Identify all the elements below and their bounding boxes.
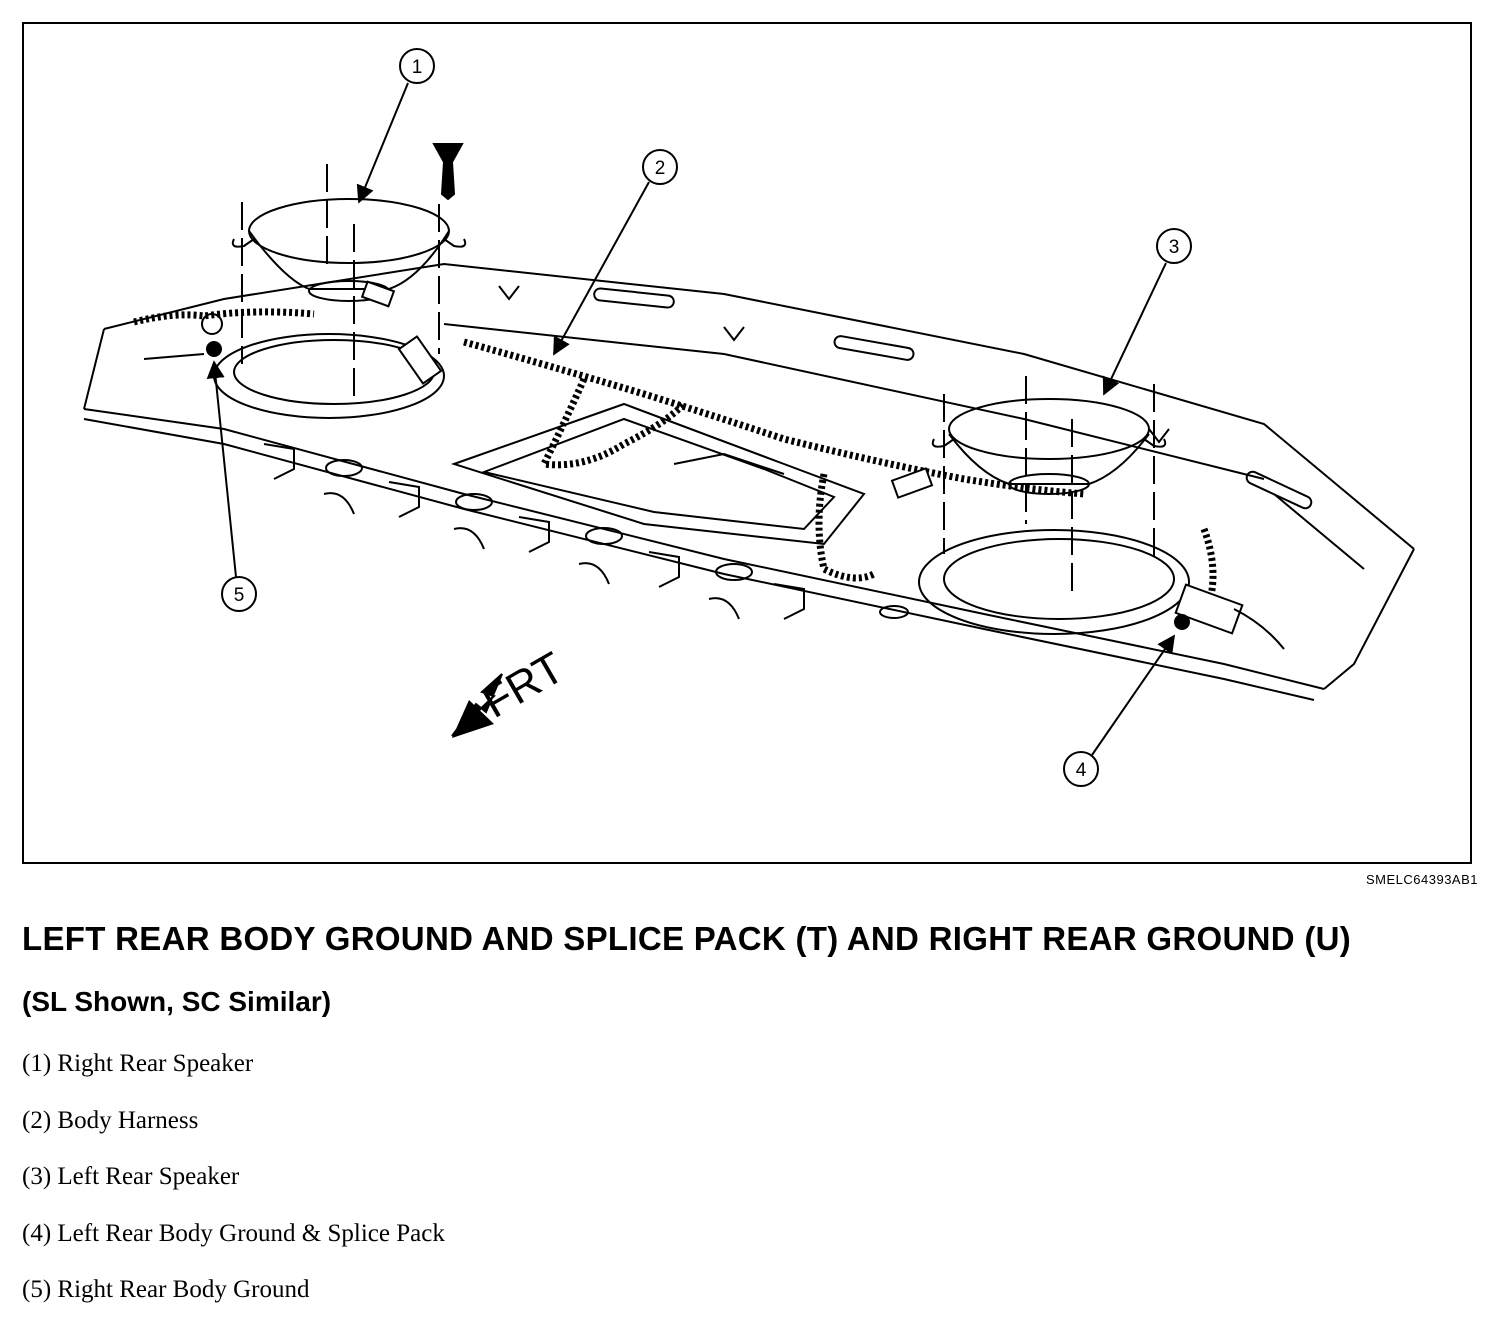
front-arrow-head-icon: [452, 700, 494, 738]
callout-2: 2: [553, 149, 678, 356]
center-recess: [450, 402, 866, 546]
connectors: [201, 143, 1285, 650]
shelf-slots: [498, 285, 1313, 510]
callout-5: 5: [206, 360, 257, 612]
frt-label: FRT: [475, 643, 573, 728]
callout-1: 1: [356, 48, 435, 204]
figure-id: SMELC64393AB1: [1365, 872, 1478, 887]
rear-shelf-illustration: 1 2 3 4 5 FRT: [83, 48, 1415, 787]
callout-4: 4: [1063, 634, 1176, 787]
callout-3: 3: [1102, 228, 1192, 396]
front-edge-tabs: [263, 443, 909, 620]
diagram-frame: 1 2 3 4 5 FRT: [22, 22, 1472, 864]
package-shelf: [83, 262, 1415, 701]
callout-4-label: 4: [1076, 760, 1087, 781]
callout-3-label: 3: [1169, 237, 1180, 258]
callout-1-label: 1: [412, 57, 423, 78]
callout-2-label: 2: [655, 158, 666, 179]
front-direction-indicator: FRT: [451, 643, 573, 738]
figure-subtitle: (SL Shown, SC Similar): [22, 986, 332, 1017]
legend-item: (5) Right Rear Body Ground: [22, 1276, 310, 1303]
right-rear-speaker: [231, 198, 467, 302]
installation-guides: [241, 164, 1155, 594]
legend-item: (4) Left Rear Body Ground & Splice Pack: [22, 1219, 445, 1247]
parts-legend: (1) Right Rear Speaker (2) Body Harness …: [22, 1046, 445, 1329]
body-harness: [133, 308, 1217, 605]
figure-title: LEFT REAR BODY GROUND AND SPLICE PACK (T…: [22, 920, 1352, 957]
legend-item: (1) Right Rear Speaker: [22, 1050, 254, 1077]
callout-5-label: 5: [234, 585, 245, 606]
legend-item: (3) Left Rear Speaker: [22, 1163, 240, 1190]
legend-item: (2) Body Harness: [22, 1106, 199, 1134]
